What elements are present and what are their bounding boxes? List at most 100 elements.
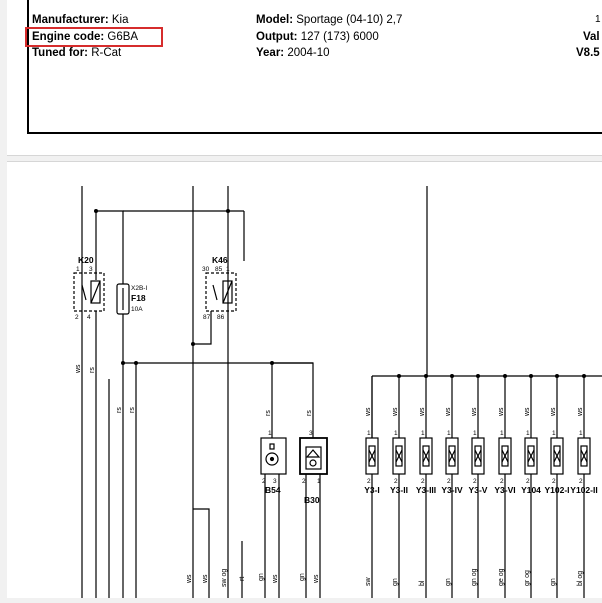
injector-wire-label-top: ws (577, 407, 584, 417)
injector-wire-label-bottom: bl (419, 580, 426, 586)
b54-pin-3: 3 (273, 478, 277, 485)
injector-coil (501, 445, 509, 467)
wire-label-bottom-8: ws (313, 574, 320, 584)
injector-y3-ii: 1 2Y3-II ws gn (390, 374, 408, 598)
f18-label: F18 (131, 293, 146, 303)
manufacturer-value: Kia (111, 14, 129, 26)
injector-wire-label-top: ws (392, 407, 399, 417)
injector-wire-label-bottom: sw (365, 577, 372, 587)
engine-code-highlight-box (25, 27, 163, 47)
junction-dot (582, 374, 586, 378)
b54-pin-1: 1 (268, 430, 272, 437)
tuned-for-label: Tuned for: (32, 47, 88, 59)
injector-coil (474, 445, 482, 467)
junction-dot (191, 342, 195, 346)
injector-wire-label-bottom: gn og (471, 568, 478, 586)
injector-label: Y104 (521, 485, 541, 495)
wire-label-bottom-2: ws (202, 574, 209, 584)
injector-pin-top: 1 (394, 430, 398, 437)
model-label: Model: (256, 14, 294, 26)
injector-wire-label-bottom: gr og (524, 570, 531, 586)
junction-dot (121, 361, 125, 365)
wire-label-bottom-5: gn (258, 573, 265, 581)
injector-pin-bottom: 2 (447, 478, 451, 485)
k20-pin-3: 3 (89, 266, 93, 273)
injector-pin-bottom: 2 (394, 478, 398, 485)
injector-pin-top: 1 (421, 430, 425, 437)
k46-pin-30: 30 (202, 266, 210, 273)
injector-pin-bottom: 2 (473, 478, 477, 485)
b54-label: B54 (265, 485, 281, 495)
injector-wire-label-top: ws (471, 407, 478, 417)
injector-wire-label-bottom: gn (445, 578, 452, 586)
injector-label: Y3-III (416, 485, 436, 495)
injector-coil (553, 445, 561, 467)
injector-symbol-line (474, 449, 482, 463)
injector-symbol-line (580, 449, 588, 463)
b30-pin-1: 1 (317, 478, 321, 485)
injector-pin-bottom: 2 (421, 478, 425, 485)
k20-feed-wire (95, 210, 124, 284)
model-row: Model: Sportage (04-10) 2,7 (256, 13, 402, 27)
injector-symbol-line (422, 449, 430, 463)
injector-label: Y3-VI (494, 485, 515, 495)
k46-relay: K46 30 85 1 87 86 (202, 255, 237, 321)
wire-label-bottom-1: ws (186, 574, 193, 584)
injector-label: Y3-I (364, 485, 380, 495)
header-sheet: Manufacturer: Kia Engine code: G6BA Tune… (7, 0, 602, 156)
junction-dot (450, 374, 454, 378)
junction-dot (226, 209, 230, 213)
injector-wire-label-top: ws (365, 407, 372, 417)
injector-wire-label-bottom: gn (392, 578, 399, 586)
injector-wire-label-top: ws (550, 407, 557, 417)
injector-wire-label-bottom: gn (550, 578, 557, 586)
injector-symbol-line (501, 449, 509, 463)
right-partial-top: 1 (595, 13, 601, 27)
injector-label: Y102-I (544, 485, 569, 495)
output-label: Output: (256, 31, 298, 43)
junction-dot (555, 374, 559, 378)
injector-wire-label-top: ws (524, 407, 531, 417)
junction-dot (397, 374, 401, 378)
junction-dot (529, 374, 533, 378)
title-block-frame (27, 0, 602, 134)
injector-pin-top: 1 (473, 430, 477, 437)
injector-group: 12Y3-Iwssw12Y3-IIwsgn12Y3-IIIwsbl12Y3-IV… (364, 374, 598, 598)
model-value: Sportage (04-10) 2,7 (296, 14, 403, 26)
injector-symbol-line (448, 449, 456, 463)
injector-wire-label-top: ws (498, 407, 505, 417)
injector-label: Y3-II (390, 485, 408, 495)
injector-pin-top: 1 (500, 430, 504, 437)
injector-symbol-line (395, 449, 403, 463)
wire-label-bottom-6: ws (272, 574, 279, 584)
k46-label: K46 (212, 255, 228, 265)
right-partial-text: Val (583, 31, 600, 43)
injector-label: Y3-IV (441, 485, 463, 495)
injector-pin-top: 1 (447, 430, 451, 437)
k20-relay: K20 1 3 2 4 (73, 255, 105, 321)
wire-label-bottom-3: sw og (221, 569, 228, 587)
b30-sensor: 3 2 1 B30 (272, 362, 328, 505)
k46-pin-1: 1 (226, 266, 230, 273)
tuned-for-row: Tuned for: R-Cat (32, 46, 121, 60)
wire-label-bottom-4: rt (239, 577, 246, 581)
wire-label-k20-right: rs (89, 367, 96, 373)
b54-sensor: 2 3 1 B54 (260, 363, 287, 495)
year-row: Year: 2004-10 (256, 46, 330, 60)
injector-symbol-line (368, 449, 376, 463)
injector-pin-bottom: 2 (552, 478, 556, 485)
k20-pin-1: 1 (76, 266, 80, 273)
injector-pin-bottom: 2 (367, 478, 371, 485)
tuned-for-value: R-Cat (91, 47, 122, 59)
injector-pin-top: 1 (367, 430, 371, 437)
injector-y3-i: 1 2Y3-I ws sw (364, 376, 380, 598)
injector-symbol-line (553, 449, 561, 463)
k46-pin-86: 86 (217, 314, 225, 321)
k20-label: K20 (78, 255, 94, 265)
wire-label-b54-top: rs (265, 410, 272, 416)
junction-dot (503, 374, 507, 378)
